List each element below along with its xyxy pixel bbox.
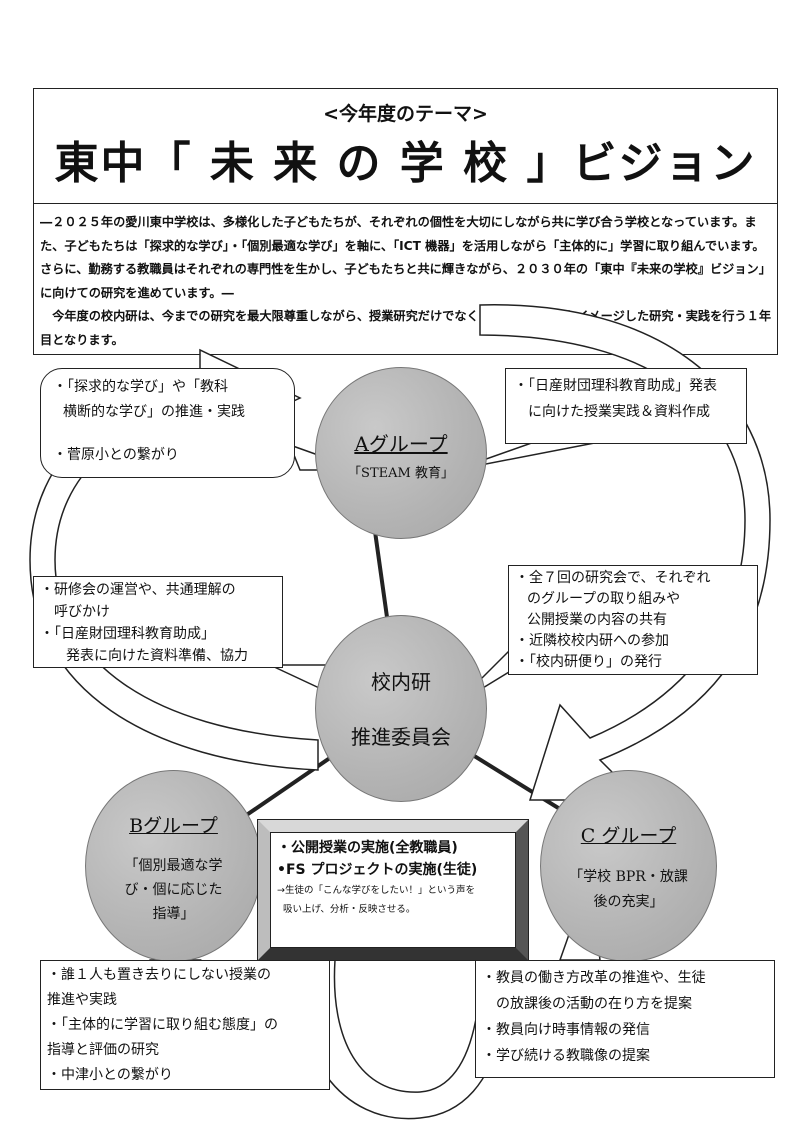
group-b-line-2: び・個に応じた bbox=[124, 882, 223, 898]
group-b-line-1: 「個別最適な学 bbox=[124, 858, 223, 874]
callout-a-right: ・「日産財団理科教育助成」発表 に向けた授業実践＆資料作成 bbox=[505, 368, 747, 444]
theme-paragraph-1: ―２０２５年の愛川東中学校は、多様化した子どもたちが、それぞれの個性を大切にしな… bbox=[40, 215, 771, 300]
panel-line-4: 吸い上げ、分析・反映させる。 bbox=[283, 904, 416, 915]
callout-b-line-4: 指導と評価の研究 bbox=[47, 1042, 159, 1058]
group-a-circle: Aグループ 「STEAM 教育」 bbox=[315, 367, 487, 539]
callout-center-right-line-2: のグループの取り組みや bbox=[527, 591, 681, 607]
theme-title: 東中「 未 来 の 学 校 」ビジョン bbox=[54, 138, 757, 189]
theme-divider bbox=[34, 203, 777, 204]
callout-c-line-4: ・学び続ける教職像の提案 bbox=[482, 1048, 650, 1064]
committee-line-1: 校内研 bbox=[371, 670, 431, 694]
group-b-circle: Bグループ 「個別最適な学 び・個に応じた 指導」 bbox=[85, 770, 262, 962]
center-committee-circle: 校内研 推進委員会 bbox=[315, 615, 487, 802]
callout-b-line-3: ・「主体的に学習に取り組む態度」の bbox=[47, 1017, 278, 1033]
callout-center-right-line-3: 公開授業の内容の共有 bbox=[527, 612, 667, 628]
callout-b-line-5: ・中津小との繋がり bbox=[47, 1067, 173, 1083]
callout-center-right-line-5: ・「校内研便り」の発行 bbox=[515, 654, 662, 670]
callout-a-left-line-3: ・菅原小との繋がり bbox=[53, 447, 179, 463]
callout-c-bottom: ・教員の働き方改革の推進や、生徒 の放課後の活動の在り方を提案 ・教員向け時事情… bbox=[475, 960, 775, 1078]
callout-b-line-1: ・誰１人も置き去りにしない授業の bbox=[47, 967, 271, 983]
callout-center-left-line-2: 呼びかけ bbox=[54, 604, 110, 620]
group-c-circle: C グループ 「学校 BPR・放課 後の充実」 bbox=[540, 770, 717, 962]
callout-a-right-line-1: ・「日産財団理科教育助成」発表 bbox=[514, 378, 717, 394]
group-c-line-1: 「学校 BPR・放課 bbox=[569, 869, 688, 885]
committee-line-2: 推進委員会 bbox=[351, 725, 451, 749]
group-c-title: C グループ bbox=[580, 825, 677, 847]
callout-c-line-3: ・教員向け時事情報の発信 bbox=[482, 1022, 650, 1038]
bottom-panel: ・公開授業の実施(全教職員) •FS プロジェクトの実施(生徒) →生徒の「こん… bbox=[257, 819, 529, 961]
theme-label: <今年度のテーマ> bbox=[323, 103, 488, 125]
callout-center-left-line-1: ・研修会の運営や、共通理解の bbox=[40, 582, 236, 598]
callout-center-right-line-1: ・全７回の研究会で、それぞれ bbox=[515, 570, 711, 586]
callout-a-left-line-2: 横断的な学び」の推進・実践 bbox=[63, 404, 245, 420]
callout-b-line-2: 推進や実践 bbox=[47, 992, 117, 1008]
panel-line-2: •FS プロジェクトの実施(生徒) bbox=[277, 862, 478, 878]
group-b-line-3: 指導」 bbox=[152, 906, 195, 922]
callout-a-right-line-2: に向けた授業実践＆資料作成 bbox=[528, 404, 710, 420]
callout-b-bottom: ・誰１人も置き去りにしない授業の 推進や実践 ・「主体的に学習に取り組む態度」の… bbox=[40, 960, 330, 1090]
callout-center-right-line-4: ・近隣校校内研への参加 bbox=[515, 633, 669, 649]
callout-a-left: ・「探求的な学び」や「教科 横断的な学び」の推進・実践 ・菅原小との繋がり bbox=[40, 368, 295, 478]
group-a-title: Aグループ bbox=[354, 432, 448, 456]
callout-center-left-line-4: 発表に向けた資料準備、協力 bbox=[66, 648, 248, 664]
callout-center-left-line-3: ・「日産財団理科教育助成」 bbox=[40, 626, 215, 642]
callout-c-line-2: の放課後の活動の在り方を提案 bbox=[496, 996, 692, 1012]
panel-line-1: ・公開授業の実施(全教職員) bbox=[277, 840, 458, 856]
callout-c-line-1: ・教員の働き方改革の推進や、生徒 bbox=[482, 970, 706, 986]
panel-line-3: →生徒の「こんな学びをしたい！」という声を bbox=[277, 885, 475, 896]
callout-center-left: ・研修会の運営や、共通理解の 呼びかけ ・「日産財団理科教育助成」 発表に向けた… bbox=[33, 576, 283, 668]
group-b-title: Bグループ bbox=[129, 815, 218, 837]
group-c-line-2: 後の充実」 bbox=[593, 894, 664, 910]
callout-a-left-line-1: ・「探求的な学び」や「教科 bbox=[53, 379, 228, 395]
theme-box: <今年度のテーマ> 東中「 未 来 の 学 校 」ビジョン ―２０２５年の愛川東… bbox=[33, 88, 778, 355]
theme-description: ―２０２５年の愛川東中学校は、多様化した子どもたちが、それぞれの個性を大切にしな… bbox=[40, 211, 773, 352]
callout-center-right: ・全７回の研究会で、それぞれ のグループの取り組みや 公開授業の内容の共有 ・近… bbox=[508, 565, 758, 675]
group-a-subtitle: 「STEAM 教育」 bbox=[348, 466, 454, 481]
